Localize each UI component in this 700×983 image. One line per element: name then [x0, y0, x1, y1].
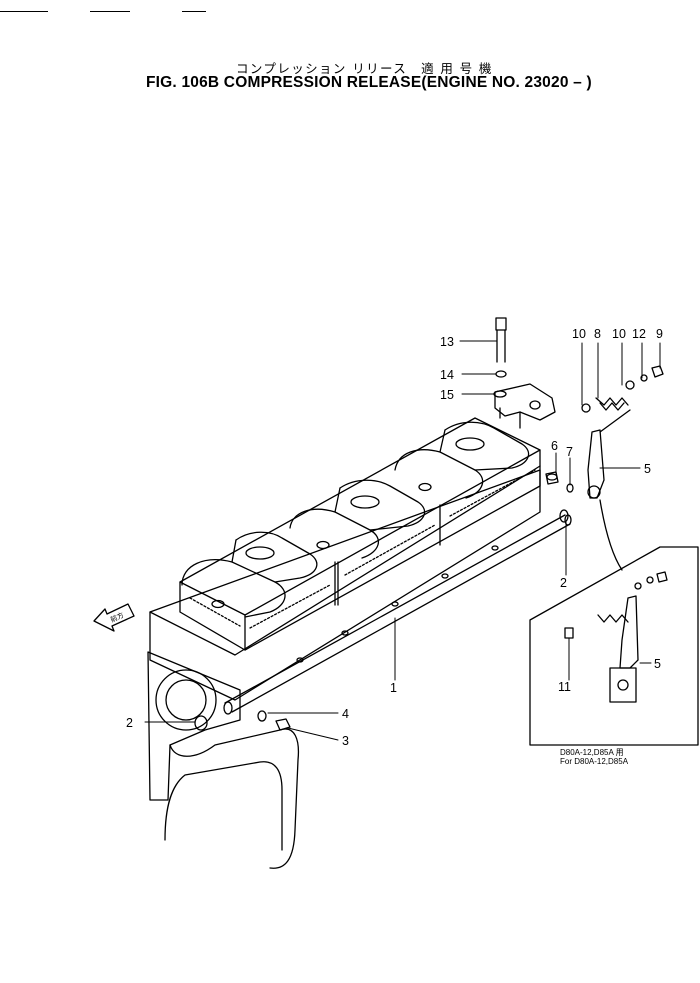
header-rule-1: [0, 11, 48, 12]
washer-4: [257, 710, 267, 722]
inset-panel: [529, 546, 699, 746]
figure-title: FIG. 106B COMPRESSION RELEASE(ENGINE NO.…: [146, 74, 592, 91]
inset-note-japanese: D80A-12,D85A 用: [560, 748, 624, 757]
spring-assembly: [581, 365, 664, 433]
callout-3: 3: [342, 734, 349, 748]
header-rule-2: [90, 11, 130, 12]
front-housing: [147, 651, 300, 869]
bolt-13: [495, 317, 507, 363]
callout-13: 13: [440, 335, 454, 349]
callout-8: 8: [594, 327, 601, 341]
callout-5-upper: 5: [644, 462, 651, 476]
callout-9: 9: [656, 327, 663, 341]
lever-upper: [587, 429, 623, 571]
seal-right: [559, 509, 569, 523]
callout-15: 15: [440, 388, 454, 402]
callout-2-left: 2: [126, 716, 133, 730]
callout-12: 12: [632, 327, 646, 341]
callout-7: 7: [566, 445, 573, 459]
callout-11: 11: [558, 680, 571, 694]
leader-lines: [144, 340, 661, 741]
front-direction-arrow: [93, 603, 135, 632]
callout-1: 1: [390, 681, 397, 695]
callout-5-inset: 5: [654, 657, 661, 671]
callout-4: 4: [342, 707, 349, 721]
cylinder-head-assembly: [149, 417, 558, 701]
callout-2-right: 2: [560, 576, 567, 590]
callout-10-left: 10: [572, 327, 586, 341]
washer-14: [495, 370, 507, 378]
inset-note: For D80A-12,D85A: [560, 757, 629, 766]
callout-6: 6: [551, 439, 558, 453]
bracket-15: [493, 383, 556, 429]
callout-10-right: 10: [612, 327, 626, 341]
figure-title-japanese: コンプレッション リリース 適 用 号 機: [236, 61, 493, 76]
bolt-6: [545, 471, 559, 485]
callout-14: 14: [440, 368, 454, 382]
seal-left: [194, 715, 208, 731]
header-rule-3: [182, 11, 206, 12]
bolt-3: [275, 718, 291, 731]
